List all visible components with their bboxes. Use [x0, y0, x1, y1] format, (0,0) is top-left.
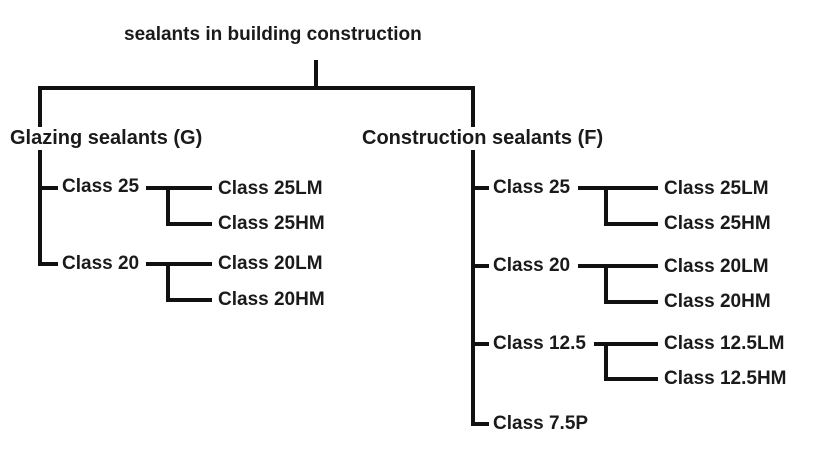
glazing-class20lm-label: Class 20LM [218, 253, 323, 275]
construction-class75p-label: Class 7.5P [493, 413, 589, 435]
construction-class20lm-label: Class 20LM [664, 256, 769, 278]
glazing-class25lm-label: Class 25LM [218, 178, 323, 200]
construction-class25lm-label: Class 25LM [664, 178, 769, 200]
construction-class125hm-label: Class 12.5HM [664, 368, 787, 390]
construction-class20-label: Class 20 [493, 255, 571, 277]
glazing-class25hm-label: Class 25HM [218, 213, 325, 235]
construction-class25-label: Class 25 [493, 177, 571, 199]
diagram-title: sealants in building construction [124, 24, 422, 46]
construction-class125-label: Class 12.5 [493, 333, 586, 355]
construction-class25hm-label: Class 25HM [664, 213, 771, 235]
construction-class20hm-label: Class 20HM [664, 291, 771, 313]
glazing-class20-label: Class 20 [62, 253, 140, 275]
glazing-class20hm-label: Class 20HM [218, 289, 325, 311]
glazing-sealants-label: Glazing sealants (G) [10, 127, 203, 149]
construction-class125lm-label: Class 12.5LM [664, 333, 785, 355]
construction-sealants-label: Construction sealants (F) [362, 127, 604, 149]
glazing-class25-label: Class 25 [62, 176, 140, 198]
